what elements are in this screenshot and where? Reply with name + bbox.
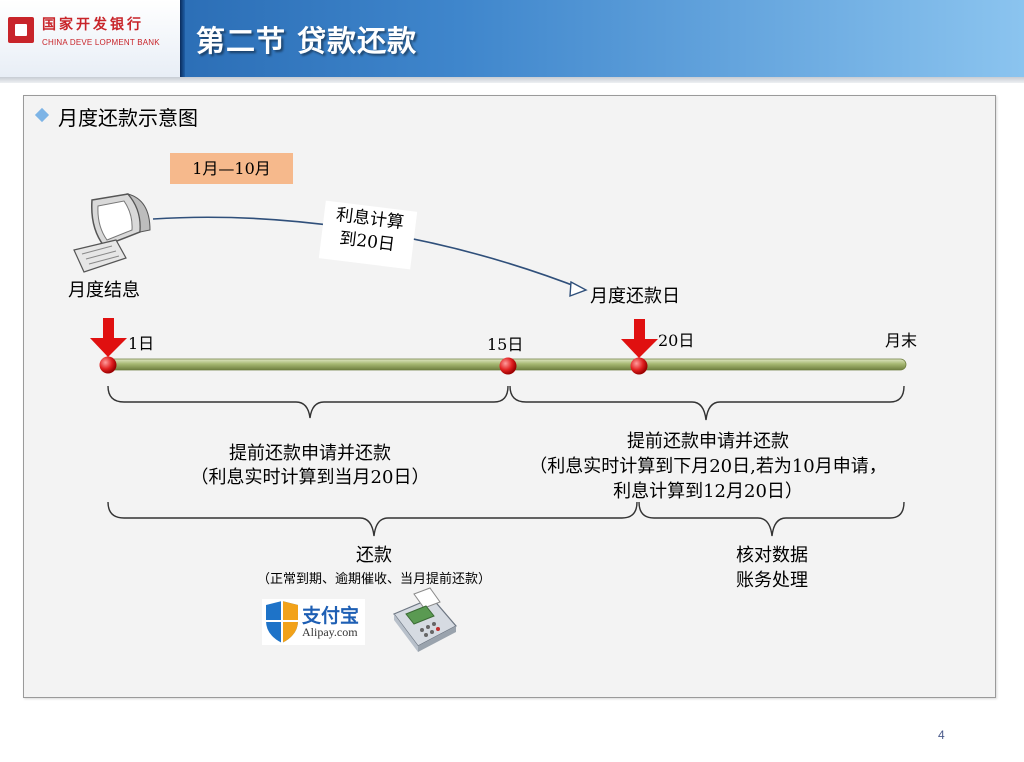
brace-reconcile xyxy=(638,501,905,537)
early-repay-right-note2: 利息计算到12月20日） xyxy=(613,481,803,502)
brace-early-left xyxy=(107,385,509,419)
accounting-label: 账务处理 xyxy=(736,570,808,591)
bank-name-en: CHINA DEVE LOPMENT BANK xyxy=(42,38,160,47)
down-arrow-icon xyxy=(90,318,127,357)
bank-name-cn: 国家开发银行 xyxy=(42,17,144,33)
timeline-point-day20 xyxy=(630,357,648,375)
pos-terminal-icon xyxy=(386,586,460,653)
section-heading: 月度还款示意图 xyxy=(58,106,198,130)
tick-month-end: 月末 xyxy=(885,331,918,350)
alipay-cn: 支付宝 xyxy=(302,605,360,627)
settlement-label: 月度结息 xyxy=(68,280,140,301)
repay-detail: （正常到期、逾期催收、当月提前还款） xyxy=(256,572,491,587)
early-repay-left-title: 提前还款申请并还款 xyxy=(229,443,391,464)
reconcile-label: 核对数据 xyxy=(736,545,808,566)
header-underline xyxy=(0,77,1024,83)
bank-logo: 国家开发银行 CHINA DEVE LOPMENT BANK xyxy=(0,0,180,77)
page-number: 4 xyxy=(938,728,945,742)
tick-day15: 15日 xyxy=(487,335,524,354)
tick-day1: 1日 xyxy=(128,334,155,353)
early-repay-left-note: （利息实时计算到当月20日） xyxy=(190,467,430,488)
computer-icon xyxy=(73,193,151,273)
period-badge: 1月—10月 xyxy=(170,153,293,184)
brace-early-right xyxy=(509,385,905,421)
timeline-point-day15 xyxy=(499,357,517,375)
interest-note: 利息计算 到20日 xyxy=(318,200,418,270)
down-arrow-icon xyxy=(621,319,658,358)
tick-day20: 20日 xyxy=(658,331,695,350)
alipay-logo-icon: 支付宝 Alipay.com xyxy=(262,599,365,645)
content-panel xyxy=(23,95,996,698)
repayment-day-label: 月度还款日 xyxy=(590,286,680,307)
header-divider xyxy=(180,0,185,77)
early-repay-right-title: 提前还款申请并还款 xyxy=(627,431,789,452)
repay-label: 还款 xyxy=(356,545,392,566)
bank-logo-icon xyxy=(8,17,34,43)
brace-repay xyxy=(107,501,638,537)
alipay-en: Alipay.com xyxy=(302,625,358,639)
timeline-point-day1 xyxy=(99,356,117,374)
early-repay-right-note1: （利息实时计算到下月20日,若为10月申请， xyxy=(529,456,887,477)
slide-title: 第二节 贷款还款 xyxy=(196,24,418,58)
